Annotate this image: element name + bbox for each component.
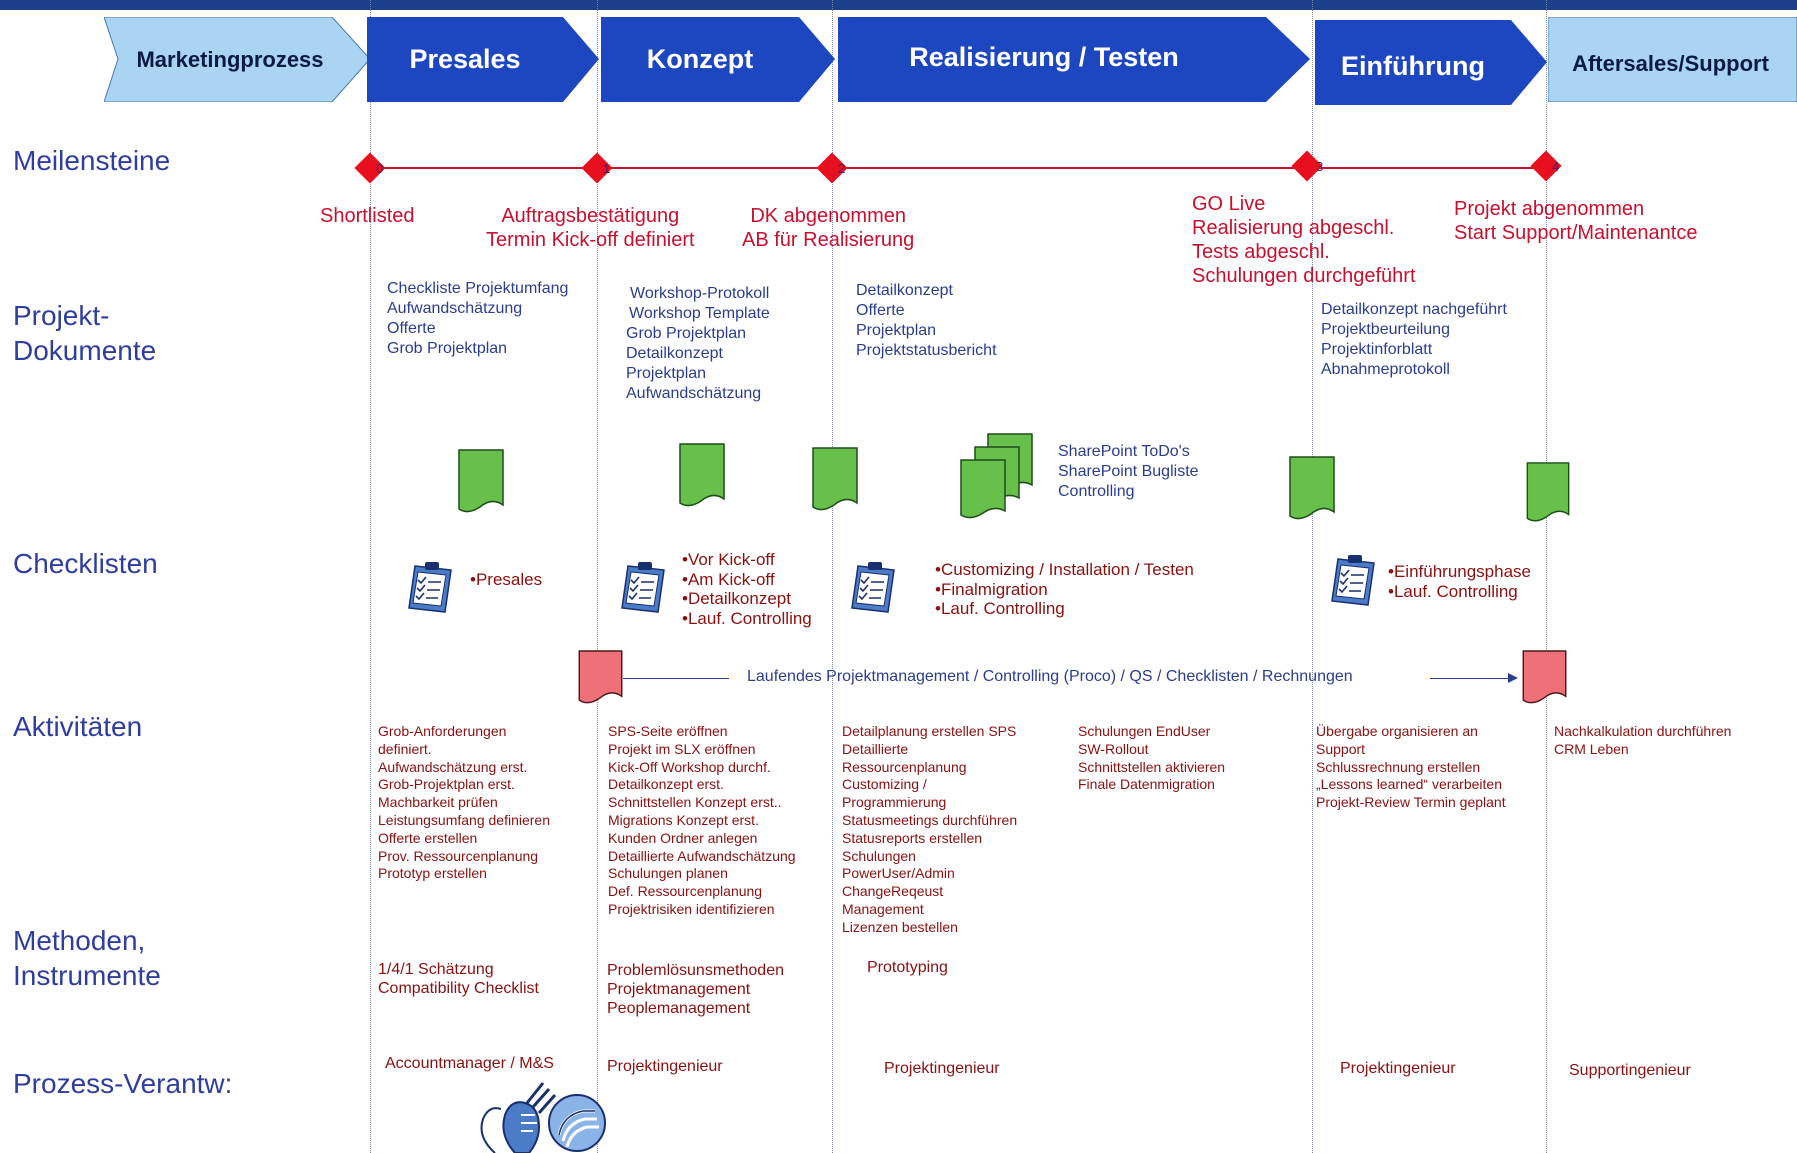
phase-marketingprozess: Marketingprozess [104,17,370,102]
responsible-aftersales: Supportingenieur [1569,1062,1691,1079]
document-icon [1526,462,1570,524]
checklist-einfuehrung: •Einführungsphase•Lauf. Controlling [1388,562,1531,601]
milestone-label: DK abgenommen AB für Realisierung [742,205,915,251]
clipboard-icon [850,560,898,614]
top-bar [0,0,1797,10]
checklist-realisierung: •Customizing / Installation / Testen•Fin… [935,560,1194,618]
phase-separator [832,0,833,1153]
red-document-icon [578,650,623,706]
row-label-methoden: Methoden, Instrumente [13,925,161,991]
methods-realisierung: Prototyping [867,959,948,976]
milestone-label: GO Live Realisierung abgeschl. Tests abg… [1192,193,1416,287]
phase-label: Presales [409,44,521,74]
row-label-aktivitaeten: Aktivitäten [13,711,143,742]
management-line-left [623,678,729,679]
milestone-number: 0 [376,161,384,176]
document-icon [812,447,858,513]
milestone-number: 1 [603,161,611,176]
milestone-number: 2 [838,161,846,176]
milestone-label: Shortlisted [320,205,415,227]
row-label-checklisten: Checklisten [13,548,158,579]
phase-konzept: Konzept [601,17,835,102]
row-label-verantwortung: Prozess-Verantw: [13,1068,233,1099]
arrow-head-icon [1508,673,1518,683]
management-line-right [1430,678,1516,679]
row-label-projekt-dokumente: Projekt- Dokumente [13,300,157,366]
management-line-text: Laufendes Projektmanagement / Controllin… [747,668,1353,685]
responsible-konzept: Projektingenieur [607,1058,723,1075]
red-document-icon [1522,650,1567,706]
milestone-number: 3 [1316,159,1324,174]
people-icon [455,1075,620,1153]
responsible-presales: Accountmanager / M&S [385,1055,554,1072]
document-icon [458,449,504,515]
clipboard-icon [620,560,668,614]
phase-aftersales: Aftersales/Support [1548,17,1797,102]
phase-realisierung: Realisierung / Testen [838,17,1310,102]
milestone-label: Projekt abgenommen Start Support/Mainten… [1454,198,1698,244]
row-label-meilensteine: Meilensteine [13,145,171,176]
responsible-einfuehrung: Projektingenieur [1340,1060,1456,1077]
clipboard-icon [407,560,455,614]
milestone-number: 4 [1552,159,1560,174]
clipboard-icon [1330,553,1378,607]
phase-label: Einführung [1341,51,1485,81]
phase-label: Marketingprozess [136,46,324,72]
responsible-realisierung: Projektingenieur [884,1060,1000,1077]
phase-presales: Presales [367,17,599,102]
phase-separator [370,0,371,1153]
document-icon [679,443,725,509]
phase-einfuehrung: Einführung [1315,20,1547,105]
phase-label: Aftersales/Support [1572,50,1769,76]
phase-separator [1546,0,1547,1153]
milestone-label: Auftragsbestätigung Termin Kick-off defi… [486,205,695,251]
document-stack-icon [960,433,1034,521]
document-icon [1289,456,1335,522]
milestone-line [370,167,1546,169]
phase-label: Konzept [646,44,754,74]
checklist-presales: •Presales [470,570,543,589]
checklist-konzept: •Vor Kick-off•Am Kick-off •Detailkonzept… [682,550,812,628]
phase-separator [597,0,598,1153]
phase-label: Realisierung / Testen [909,42,1179,72]
phase-separator [1312,0,1313,1153]
